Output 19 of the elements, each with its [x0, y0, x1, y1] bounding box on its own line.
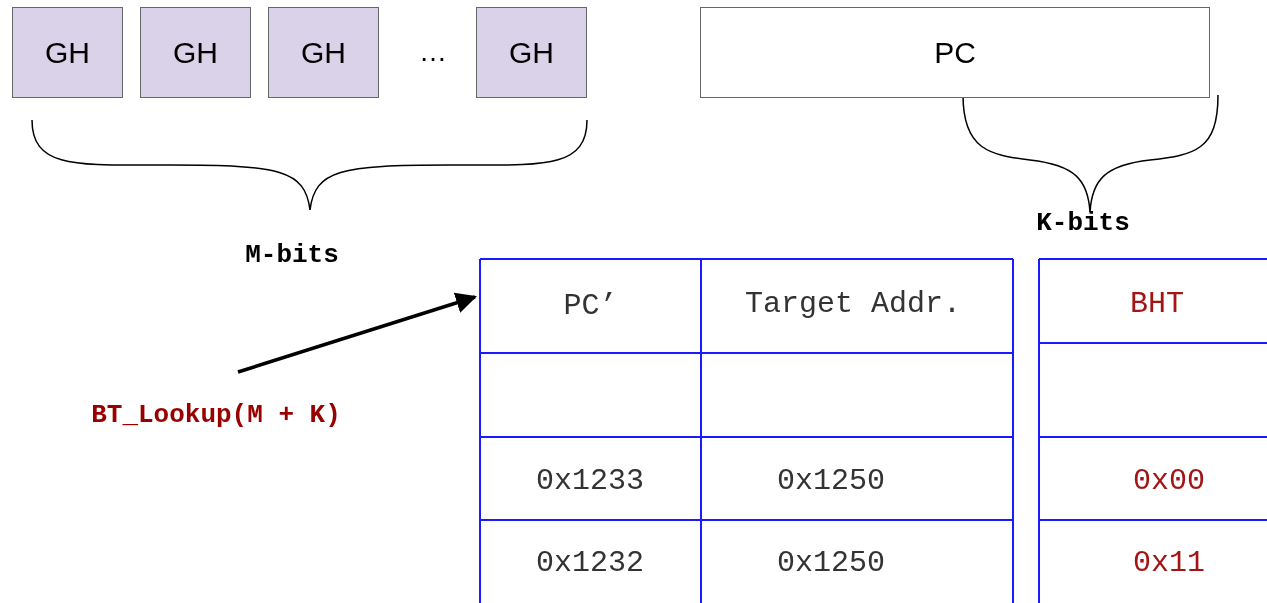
address-value: 0x1232 [536, 546, 644, 580]
register-box: GH [140, 7, 251, 98]
address-value: 0x1250 [777, 546, 885, 580]
bht-value: 0x11 [1133, 546, 1205, 580]
ellipsis-text: … [419, 36, 447, 68]
column-header: BHT [1130, 287, 1184, 321]
bit-width-label: K-bits [1036, 208, 1130, 238]
address-value: 0x1250 [777, 464, 885, 498]
arrow [237, 292, 477, 374]
function-call-text: BT_Lookup(M + K) [36, 394, 396, 436]
register-box: PC [700, 7, 1210, 98]
bit-width-label: M-bits [245, 240, 339, 270]
column-header: Target Addr. [745, 287, 961, 321]
register-box: GH [476, 7, 587, 98]
register-box: GH [268, 7, 379, 98]
table-cell: PC’ [481, 260, 700, 352]
bht-value: 0x00 [1133, 464, 1205, 498]
register-box: GH [12, 7, 123, 98]
address-value: 0x1233 [536, 464, 644, 498]
